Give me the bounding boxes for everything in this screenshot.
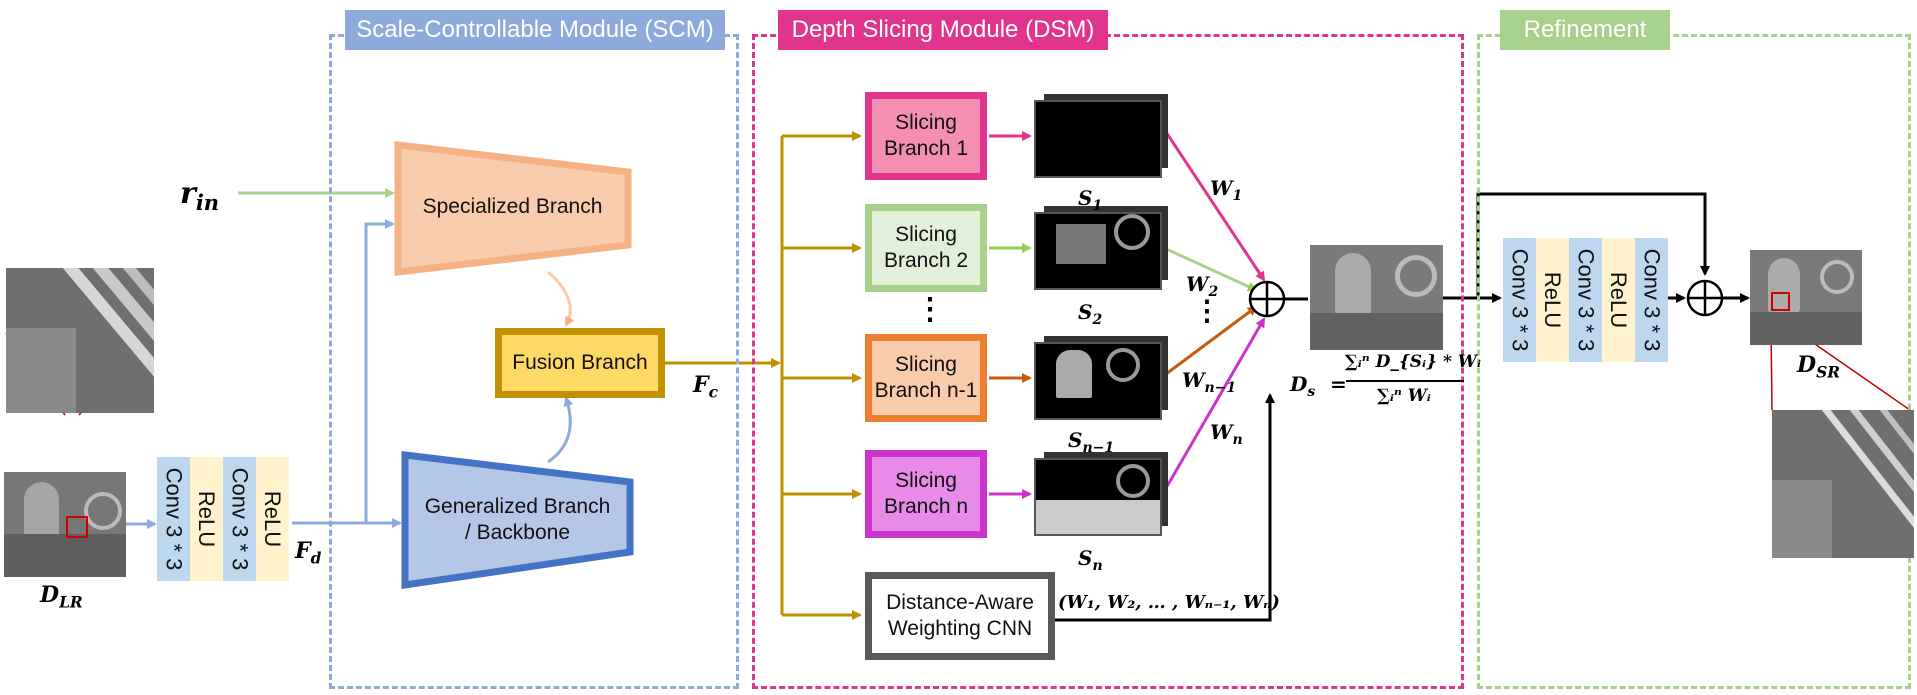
ds-denominator: ∑ᵢⁿ Wᵢ bbox=[1377, 386, 1431, 406]
sn-label: Sn bbox=[1078, 546, 1103, 574]
refine-relu-2: ReLU bbox=[1602, 238, 1635, 362]
w1-label: W1 bbox=[1210, 176, 1243, 204]
fraction-bar bbox=[1346, 380, 1464, 382]
ds-label: Ds bbox=[1290, 372, 1316, 400]
dlr-zoom-image bbox=[6, 268, 154, 413]
refine-relu-1: ReLU bbox=[1536, 238, 1569, 362]
refine-conv-1: Conv 3 * 3 bbox=[1503, 238, 1536, 362]
slice-image-1 bbox=[1034, 100, 1162, 178]
weighting-to-ds-arrow bbox=[1055, 393, 1275, 622]
slicing-branch-n: Slicing Branch n bbox=[865, 450, 987, 538]
s2-to-sum bbox=[1161, 245, 1258, 292]
wn-1-label: Wn−1 bbox=[1182, 368, 1237, 396]
generalized-branch-shape bbox=[401, 451, 634, 590]
slice-image-n bbox=[1034, 458, 1162, 536]
slicing-branch-2: Slicing Branch 2 bbox=[865, 204, 987, 292]
refinement-region bbox=[1477, 34, 1911, 689]
fd-label: Fd bbox=[295, 538, 322, 568]
specialized-branch-shape bbox=[394, 141, 632, 276]
r-in-label: rin bbox=[180, 176, 220, 215]
sn-to-sum bbox=[1160, 317, 1266, 496]
sn-1-label: Sn−1 bbox=[1068, 428, 1115, 456]
vertical-dots-1: ⋮ bbox=[915, 292, 945, 327]
sum-node-1 bbox=[1248, 280, 1286, 318]
dsm-title: Depth Slicing Module (DSM) bbox=[778, 10, 1108, 50]
slicing-branch-n-1: Slicing Branch n-1 bbox=[865, 334, 987, 422]
scm-title: Scale-Controllable Module (SCM) bbox=[345, 10, 725, 50]
w2-label: W2 bbox=[1186, 272, 1219, 300]
slice-image-2 bbox=[1034, 212, 1162, 290]
dsr-image bbox=[1750, 250, 1862, 345]
generalized-to-fusion-arrow bbox=[547, 396, 574, 464]
s1-label: S1 bbox=[1078, 186, 1103, 214]
refine-conv-3: Conv 3 * 3 bbox=[1635, 238, 1668, 362]
ds-image bbox=[1310, 245, 1443, 350]
ds-numerator: ∑ᵢⁿ D_{Sᵢ} * Wᵢ bbox=[1345, 352, 1481, 372]
dsr-zoom-image bbox=[1772, 410, 1914, 558]
wn-label: Wn bbox=[1210, 420, 1243, 448]
relu-layer-1: ReLU bbox=[190, 457, 223, 581]
dsm-region bbox=[752, 34, 1464, 689]
slice-image-n-1 bbox=[1034, 342, 1162, 420]
specialized-branch-label: Specialized Branch bbox=[422, 195, 603, 219]
slicing-branch-1: Slicing Branch 1 bbox=[865, 92, 987, 180]
distance-aware-weighting-cnn: Distance-Aware Weighting CNN bbox=[865, 572, 1055, 660]
generalized-branch-label: Generalized Branch / Backbone bbox=[424, 494, 611, 544]
conv-layer-2: Conv 3 * 3 bbox=[223, 457, 256, 581]
dlr-image bbox=[4, 472, 126, 577]
vertical-dots-2: ⋮ bbox=[1193, 294, 1221, 327]
specialized-to-fusion-arrow bbox=[547, 270, 575, 327]
fc-label: Fc bbox=[693, 372, 718, 402]
s1-to-sum bbox=[1160, 125, 1266, 282]
weights-tuple-label: (W₁, W₂, … , Wₙ₋₁, Wₙ) bbox=[1058, 592, 1280, 613]
s2-label: S2 bbox=[1078, 300, 1103, 328]
refine-conv-2: Conv 3 * 3 bbox=[1569, 238, 1602, 362]
relu-layer-2: ReLU bbox=[256, 457, 289, 581]
ds-equals: = bbox=[1330, 372, 1347, 396]
conv-layer-1: Conv 3 * 3 bbox=[157, 457, 190, 581]
fusion-branch: Fusion Branch bbox=[495, 328, 665, 398]
sn1-to-sum bbox=[1161, 305, 1258, 379]
dlr-label: DLR bbox=[40, 582, 83, 612]
refinement-title: Refinement bbox=[1500, 10, 1670, 50]
dsr-label: DSR bbox=[1797, 352, 1840, 382]
